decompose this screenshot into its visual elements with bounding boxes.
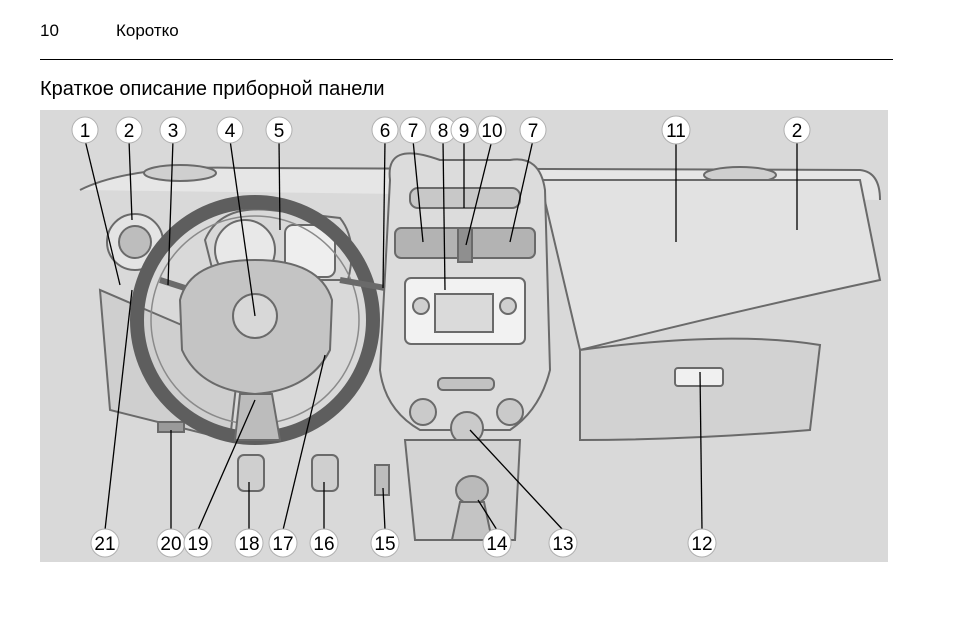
climate-right-knob: [496, 398, 524, 426]
callout-label: 2: [124, 121, 135, 142]
bottom-callouts: 21 20 19 18 17 16 15 14 13 12: [90, 528, 717, 558]
parking-brake: [374, 464, 390, 496]
callout-label: 16: [313, 534, 334, 555]
leader-line: [229, 139, 256, 317]
accelerator-pedal: [311, 454, 339, 492]
callout-2-right: 2: [783, 116, 811, 144]
callout-1: 1: [71, 116, 99, 144]
leader-line: [382, 139, 386, 289]
leader-line: [699, 371, 703, 531]
dashboard-illustration: 1 2 3 4 5 6 7 8 9 10 7 11 2 21 20 19 18 …: [40, 110, 888, 562]
left-stalk: [159, 277, 186, 291]
callout-16: 16: [309, 528, 339, 558]
callout-label: 21: [94, 534, 115, 555]
leader-line: [509, 139, 534, 243]
callout-14: 14: [482, 528, 512, 558]
callout-5: 5: [265, 116, 293, 144]
callout-label: 12: [691, 534, 712, 555]
callout-9: 9: [450, 116, 478, 144]
steering-column: [233, 393, 282, 441]
callout-label: 14: [486, 534, 508, 555]
callout-4: 4: [216, 116, 244, 144]
left-side-vent-core: [118, 225, 152, 259]
callout-2: 2: [115, 116, 143, 144]
callout-label: 6: [380, 121, 391, 142]
page-number: 10: [40, 21, 59, 40]
callout-18: 18: [234, 528, 264, 558]
gear-lever-knob: [455, 475, 489, 505]
header-rule: [40, 59, 893, 60]
callout-label: 19: [187, 534, 208, 555]
callout-12: 12: [687, 528, 717, 558]
callout-label: 11: [666, 121, 686, 142]
leader-line: [128, 139, 133, 221]
leader-line: [469, 429, 564, 531]
top-callouts: 1 2 3 4 5 6 7 8 9 10 7 11 2: [71, 115, 811, 145]
callout-label: 8: [438, 121, 449, 142]
callout-7-right: 7: [519, 116, 547, 144]
callout-label: 3: [168, 121, 179, 142]
infotainment-right-knob: [499, 297, 517, 315]
callout-13: 13: [548, 528, 578, 558]
callout-label: 17: [272, 534, 293, 555]
center-display-slot: [409, 187, 521, 209]
callout-15: 15: [370, 528, 400, 558]
climate-button-bar: [437, 377, 495, 391]
callout-19: 19: [183, 528, 213, 558]
leader-line: [442, 139, 446, 291]
leader-line: [412, 139, 424, 243]
leader-line: [465, 139, 493, 246]
left-speaker-grille: [143, 164, 217, 182]
callout-label: 9: [459, 121, 470, 142]
callout-6: 6: [371, 116, 399, 144]
callout-label: 18: [238, 534, 259, 555]
right-stalk: [339, 277, 386, 291]
running-header: Коротко: [116, 21, 179, 40]
passenger-dash-panel: [538, 179, 882, 352]
callout-label: 7: [408, 121, 419, 142]
leader-line: [278, 139, 281, 231]
leader-line: [382, 487, 386, 531]
callout-label: 5: [274, 121, 285, 142]
callout-10: 10: [477, 115, 507, 145]
leader-line: [477, 499, 498, 531]
hazard-switch: [457, 227, 473, 263]
dashboard-drawing: 1 2 3 4 5 6 7 8 9 10 7 11 2 21 20 19 18 …: [71, 115, 882, 558]
section-title: Краткое описание приборной панели: [40, 78, 385, 100]
brake-pedal: [237, 454, 265, 492]
callout-label: 10: [481, 121, 502, 142]
callout-21: 21: [90, 528, 120, 558]
leader-lines: [84, 139, 798, 531]
climate-left-knob: [409, 398, 437, 426]
leader-line: [104, 289, 133, 531]
leader-line: [84, 139, 121, 286]
leader-line: [282, 354, 326, 531]
callout-7: 7: [399, 116, 427, 144]
callout-20: 20: [156, 528, 186, 558]
callout-label: 1: [80, 121, 91, 142]
callout-3: 3: [159, 116, 187, 144]
callout-17: 17: [268, 528, 298, 558]
leader-line: [167, 139, 174, 286]
callout-label: 4: [225, 121, 236, 142]
callout-label: 20: [160, 534, 181, 555]
infotainment-left-knob: [412, 297, 430, 315]
leader-line: [197, 399, 256, 531]
callout-label: 15: [374, 534, 395, 555]
callout-label: 13: [552, 534, 573, 555]
infotainment-screen: [434, 293, 494, 333]
callout-11: 11: [661, 115, 691, 145]
callout-label: 7: [528, 121, 539, 142]
glovebox-handle: [674, 367, 724, 387]
callout-label: 2: [792, 121, 803, 142]
